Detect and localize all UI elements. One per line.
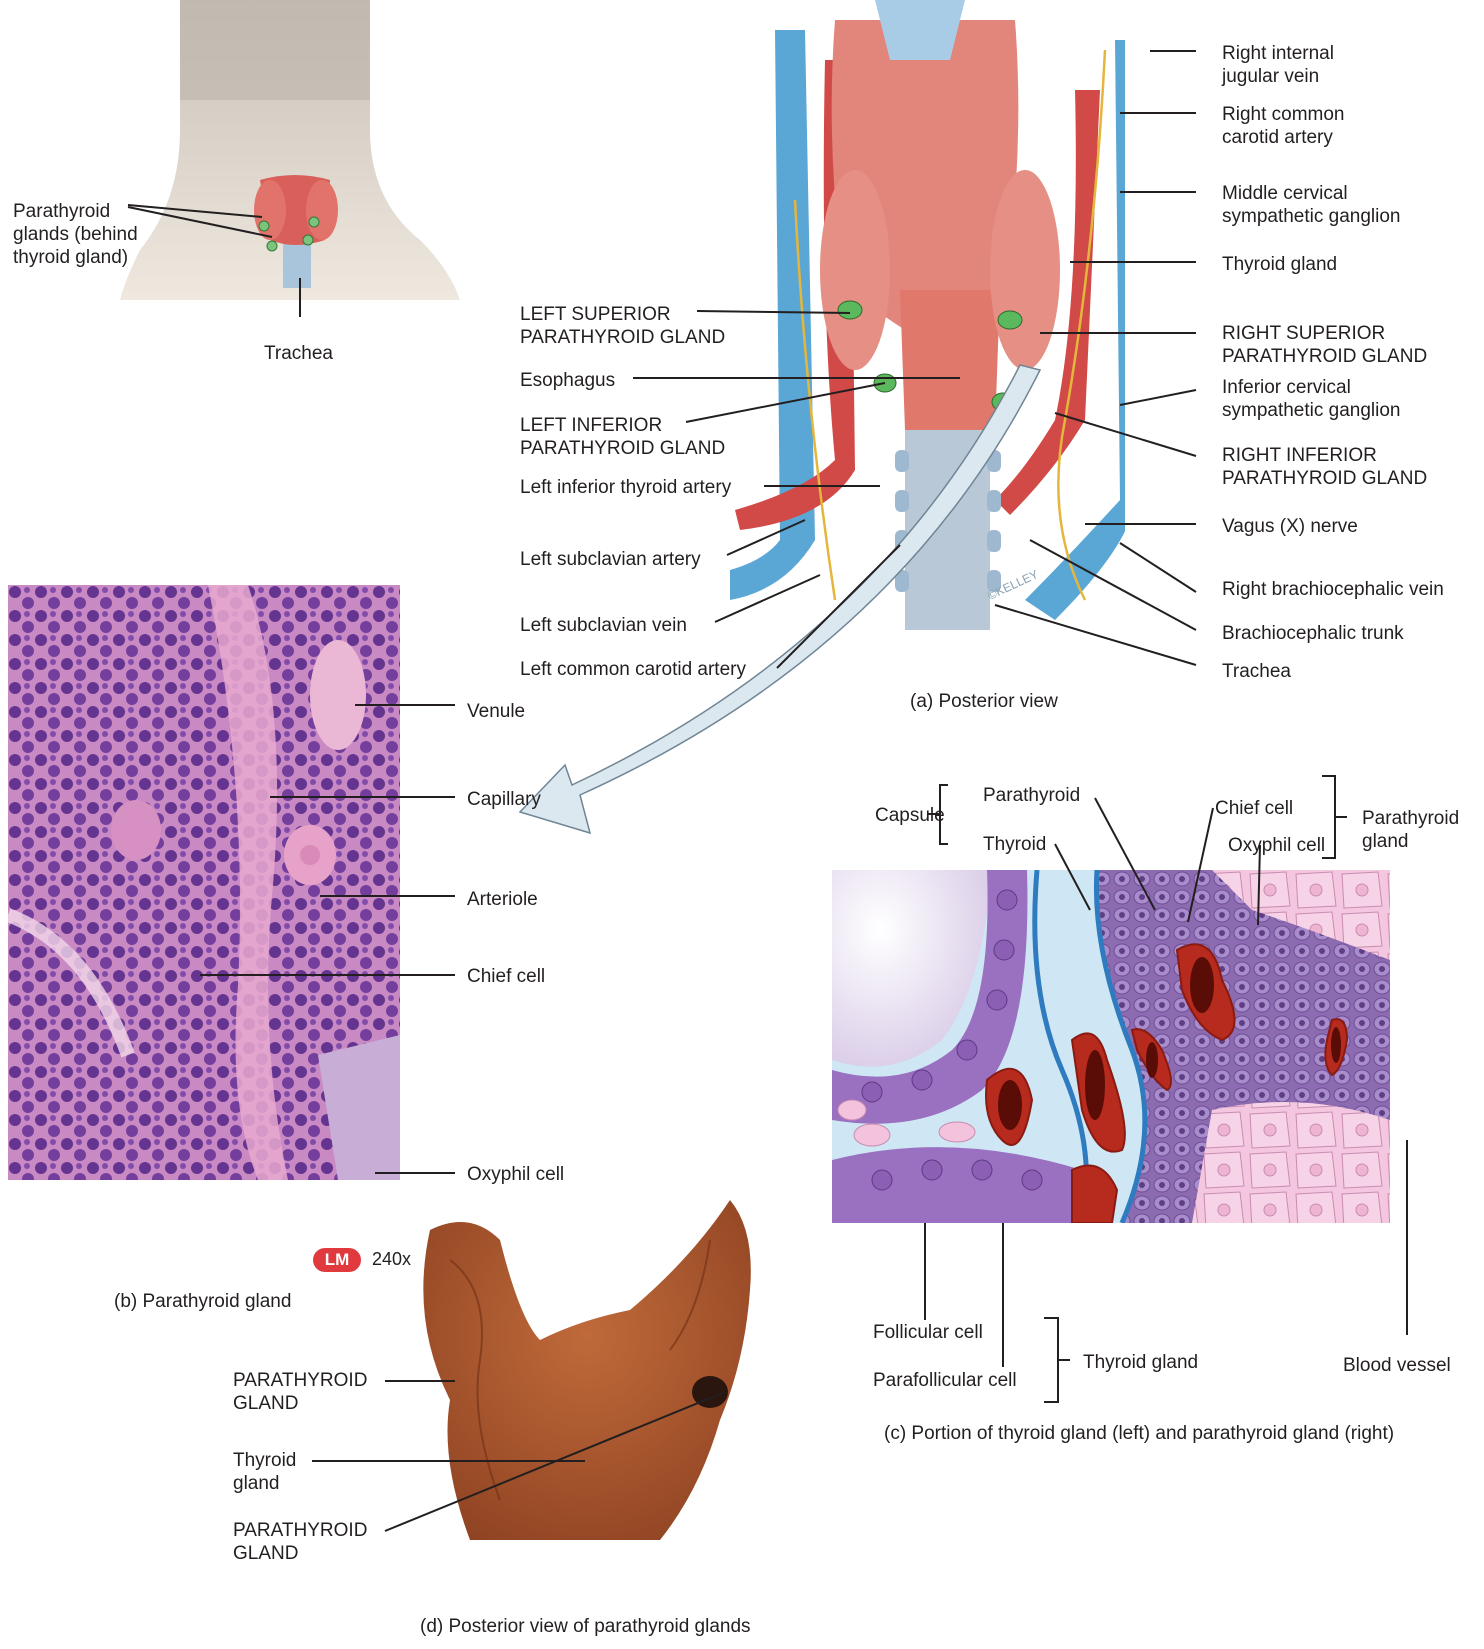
neck-parathyroid-label: Parathyroid glands (behind thyroid gland… — [13, 200, 138, 269]
right-superior-parathyroid-label: RIGHT SUPERIOR PARATHYROID GLAND — [1222, 322, 1427, 368]
follicular-cell-label: Follicular cell — [873, 1321, 983, 1344]
oxyphil-cell-label: Oxyphil cell — [467, 1163, 564, 1186]
panel-a-caption: (a) Posterior view — [910, 690, 1058, 713]
c-oxyphil-cell-label: Oxyphil cell — [1228, 834, 1325, 857]
trachea-label: Trachea — [1222, 660, 1291, 683]
vagus-nerve-label: Vagus (X) nerve — [1222, 515, 1358, 538]
brachiocephalic-trunk-label: Brachiocephalic trunk — [1222, 622, 1404, 645]
thyroid-gland-group-label: Thyroid gland — [1083, 1351, 1198, 1374]
arteriole-label: Arteriole — [467, 888, 538, 911]
panel-c-caption: (c) Portion of thyroid gland (left) and … — [884, 1422, 1394, 1445]
left-subclavian-vein-label: Left subclavian vein — [520, 614, 687, 637]
capsule-label: Capsule — [875, 804, 945, 827]
panel-b-caption: (b) Parathyroid gland — [114, 1290, 291, 1313]
right-internal-jugular-label: Right internal jugular vein — [1222, 42, 1334, 88]
right-inferior-parathyroid-label: RIGHT INFERIOR PARATHYROID GLAND — [1222, 444, 1427, 490]
capsule-parathyroid-label: Parathyroid — [983, 784, 1080, 807]
parafollicular-cell-label: Parafollicular cell — [873, 1369, 1017, 1392]
d-thyroid-label: Thyroid gland — [233, 1449, 296, 1495]
esophagus-label: Esophagus — [520, 369, 615, 392]
left-inferior-parathyroid-label: LEFT INFERIOR PARATHYROID GLAND — [520, 414, 725, 460]
chief-cell-label: Chief cell — [467, 965, 545, 988]
d-parathyroid-label-2: PARATHYROID GLAND — [233, 1519, 367, 1565]
d-parathyroid-label-1: PARATHYROID GLAND — [233, 1369, 367, 1415]
panel-d-caption: (d) Posterior view of parathyroid glands — [420, 1615, 751, 1638]
c-chief-cell-label: Chief cell — [1215, 797, 1293, 820]
thyroid-gland-label: Thyroid gland — [1222, 253, 1337, 276]
neck-trachea-label: Trachea — [264, 342, 333, 365]
right-brachiocephalic-vein-label: Right brachiocephalic vein — [1222, 578, 1444, 601]
inferior-cervical-ganglion-label: Inferior cervical sympathetic ganglion — [1222, 376, 1401, 422]
middle-cervical-ganglion-label: Middle cervical sympathetic ganglion — [1222, 182, 1401, 228]
capillary-label: Capillary — [467, 788, 541, 811]
capsule-thyroid-label: Thyroid — [983, 833, 1046, 856]
left-superior-parathyroid-label: LEFT SUPERIOR PARATHYROID GLAND — [520, 303, 725, 349]
left-common-carotid-label: Left common carotid artery — [520, 658, 746, 681]
left-inferior-thyroid-artery-label: Left inferior thyroid artery — [520, 476, 731, 499]
blood-vessel-label: Blood vessel — [1343, 1354, 1451, 1377]
parathyroid-gland-group-label: Parathyroid gland — [1362, 807, 1459, 853]
right-common-carotid-label: Right common carotid artery — [1222, 103, 1345, 149]
venule-label: Venule — [467, 700, 525, 723]
left-subclavian-artery-label: Left subclavian artery — [520, 548, 701, 571]
